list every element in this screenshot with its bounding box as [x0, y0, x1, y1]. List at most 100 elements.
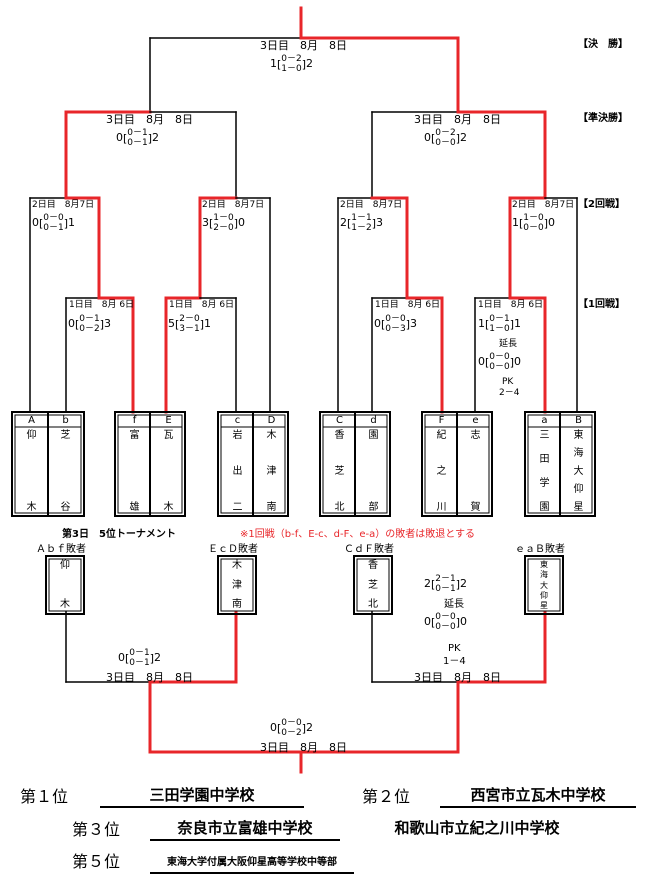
team-name-char: 芝	[334, 466, 345, 477]
team-name-char: 香	[334, 430, 345, 441]
team-name-char: 海	[573, 448, 584, 459]
rank-team-name: 三田学園中学校	[149, 786, 255, 804]
consolation-group-label: ＣｄＦ敗者	[344, 544, 394, 555]
team-name-char: 三	[539, 430, 550, 441]
round-label-second: 【2回戦】	[578, 199, 625, 210]
consolation-group-label: ＥｃＤ敗者	[208, 544, 258, 555]
team-name-char: 瓦	[163, 430, 174, 441]
team-name-char: 仰	[26, 430, 37, 441]
team-name-char: 東	[573, 430, 584, 441]
team-name-char: 園	[368, 430, 379, 441]
underline	[150, 872, 354, 874]
team-name-char: 部	[368, 502, 379, 513]
round-label-first: 【1回戦】	[578, 299, 625, 310]
match-date: 2日目 8月7日	[202, 200, 265, 210]
consolation-title: 第3日 5位トーナメント	[62, 529, 176, 540]
team-name-char: 東	[540, 560, 548, 569]
team-letter: D	[267, 415, 276, 426]
team-name-char: 仰	[60, 560, 70, 571]
match-date: 1日目 8月 6日	[375, 300, 441, 310]
team-name-char: 木	[266, 430, 277, 441]
team-letter: f	[132, 415, 137, 426]
rank-team-name: 西宮市立瓦木中学校	[470, 786, 606, 804]
team-name-char: 南	[232, 599, 242, 610]
team-name-char: 北	[334, 502, 345, 513]
team-letter: d	[370, 415, 377, 426]
pk-score: 1－4	[443, 656, 466, 667]
match-date: 3日目 8月 8日	[260, 39, 347, 52]
team-name-char: 木	[163, 502, 174, 513]
team-name-char: 芝	[368, 579, 378, 591]
match-date: 2日目 8月7日	[340, 200, 403, 210]
team-letter: c	[234, 415, 241, 426]
team-letter: F	[438, 415, 445, 426]
round-label-semi: 【準決勝】	[578, 113, 628, 124]
team-letter: E	[165, 415, 172, 426]
team-name-char: 仰	[573, 484, 584, 495]
match-date: 1日目 8月 6日	[69, 300, 135, 310]
team-name-char: 岩	[232, 430, 243, 441]
consolation-group-label: Ａｂｆ敗者	[36, 544, 86, 555]
round-label-final: 【決 勝】	[578, 39, 628, 50]
team-name-char: 津	[266, 466, 277, 477]
team-name-char: 学	[539, 478, 550, 489]
rank-team-name: 奈良市立富雄中学校	[177, 819, 313, 837]
rank-label: 第２位	[362, 787, 411, 806]
team-name-char: 紀	[436, 430, 447, 441]
rank-team-name: 和歌山市立紀之川中学校	[394, 819, 560, 837]
team-name-char: 木	[60, 599, 70, 610]
team-name-char: 出	[232, 466, 243, 477]
rank-label: 第５位	[72, 852, 121, 871]
team-name-char: 谷	[60, 502, 71, 513]
team-name-char: 志	[470, 430, 481, 441]
rank-label: 第３位	[72, 820, 121, 839]
team-letter: B	[575, 415, 582, 426]
team-name-char: 星	[573, 502, 584, 513]
team-name-char: 賀	[470, 502, 481, 513]
rank-label: 第１位	[20, 787, 69, 806]
match-date: 3日目 8月 8日	[260, 741, 347, 754]
team-name-char: 大	[540, 580, 548, 590]
team-letter: a	[541, 415, 548, 426]
team-letter: C	[336, 415, 343, 426]
team-name-char: 海	[540, 570, 548, 580]
pk-score: 2－4	[499, 388, 520, 398]
team-name-char: 田	[539, 454, 550, 465]
team-name-char: 雄	[129, 502, 140, 513]
underline	[100, 806, 304, 808]
team-name-char: 南	[266, 502, 277, 513]
team-letter: b	[62, 415, 69, 426]
team-name-char: 木	[232, 560, 242, 571]
match-date: 3日目 8月 8日	[414, 671, 501, 684]
team-name-char: 川	[436, 502, 447, 513]
extra-time-label: 延長	[444, 599, 464, 610]
team-name-char: 星	[540, 601, 548, 610]
team-name-char: 二	[232, 502, 243, 513]
team-letter: A	[28, 415, 35, 426]
match-date: 2日目 8月7日	[32, 200, 95, 210]
team-name-char: 芝	[60, 430, 71, 441]
underline	[150, 839, 340, 841]
match-date: 1日目 8月 6日	[169, 300, 235, 310]
pk-label: PK	[448, 643, 461, 654]
